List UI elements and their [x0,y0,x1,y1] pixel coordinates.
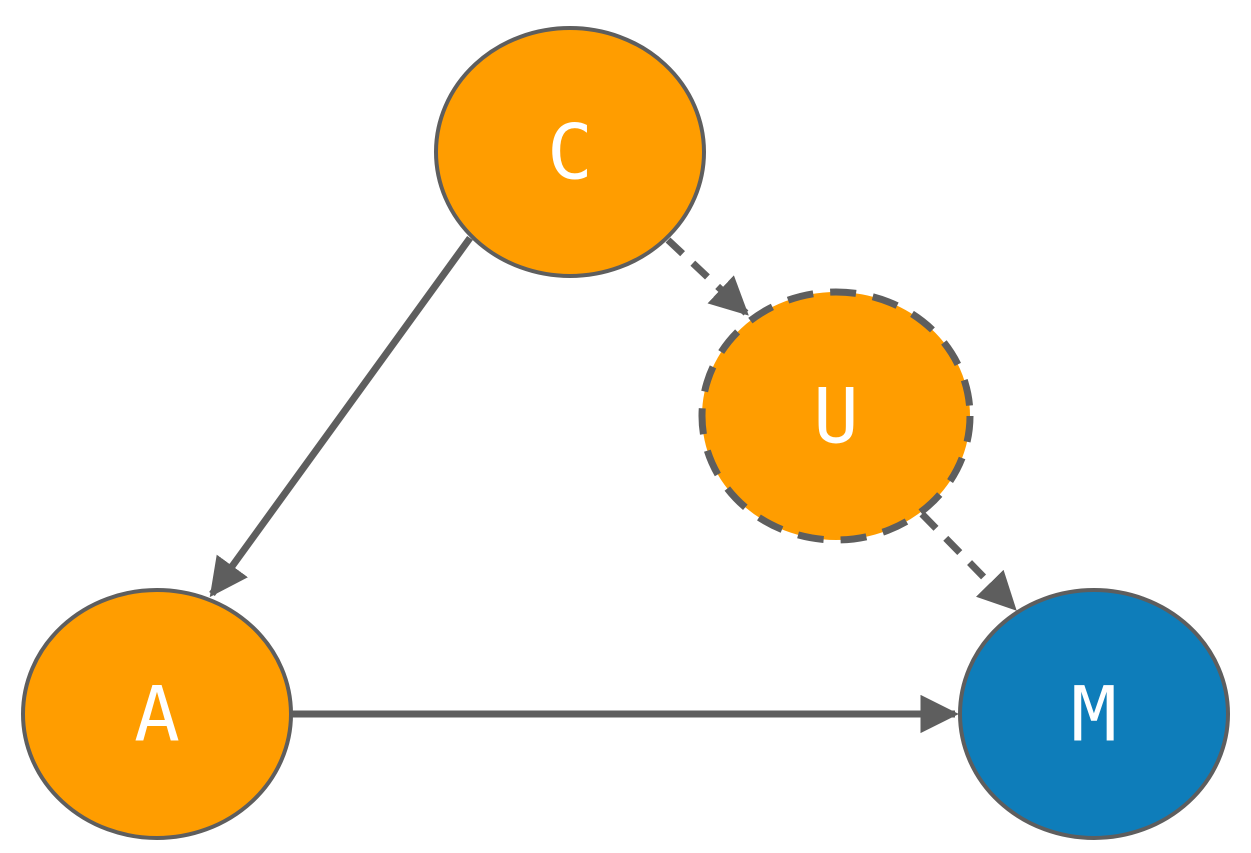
node-u-label: U [813,372,859,461]
node-c: C [434,26,706,278]
node-m: M [958,588,1230,840]
node-a-circle [21,588,293,840]
edge-c-to-u [665,237,749,316]
node-u-circle [698,288,974,544]
edge-u-to-m [919,511,1017,611]
node-m-circle [958,588,1230,840]
edge-c-to-a [209,235,473,598]
node-a-label: A [134,670,180,759]
node-m-label: M [1071,670,1117,759]
node-c-circle [434,26,706,278]
node-a: A [21,588,293,840]
node-u: U [698,288,974,544]
node-c-label: C [547,108,593,197]
